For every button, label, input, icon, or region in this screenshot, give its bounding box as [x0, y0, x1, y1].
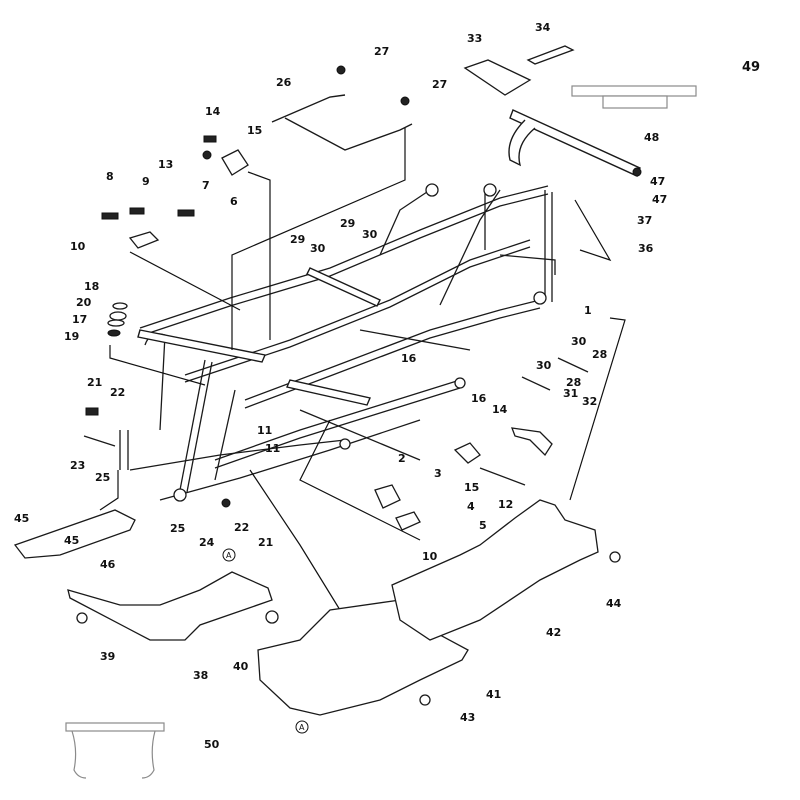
callout-49: 49 [742, 60, 760, 75]
svg-text:A: A [226, 551, 232, 560]
part-27-bolt-b [400, 96, 410, 106]
parts-2-to-5-mount [374, 484, 421, 531]
callout-30-d: 30 [536, 359, 552, 372]
callout-15-lower: 15 [464, 481, 479, 494]
callout-16-b: 16 [471, 392, 487, 405]
callout-14-lower: 14 [492, 403, 508, 416]
callout-5: 5 [479, 519, 487, 532]
callout-19: 19 [64, 330, 79, 343]
callout-22-b: 22 [234, 521, 249, 534]
callout-3: 3 [434, 467, 442, 480]
callout-42: 42 [546, 626, 561, 639]
callout-11-b: 11 [265, 442, 280, 455]
callout-14-upper: 14 [205, 105, 221, 118]
part-27-bolt-a [336, 65, 346, 75]
callout-29-a: 29 [290, 233, 305, 246]
part-38-front-skid [67, 571, 279, 641]
callout-17: 17 [72, 313, 87, 326]
callout-16-a: 16 [401, 352, 417, 365]
part-46-front-skid-plate [13, 509, 136, 559]
reference-mark-a-upper: A [222, 548, 236, 562]
part-50-front-bracket [65, 722, 165, 779]
callout-4: 4 [467, 500, 475, 513]
part-13-nut [202, 150, 212, 160]
callout-36: 36 [638, 242, 654, 255]
part-26-harness-bracket [271, 94, 413, 151]
callout-23: 23 [70, 459, 85, 472]
callout-11-a: 11 [257, 424, 272, 437]
main-frame [119, 183, 556, 502]
parts-21-to-25-fasteners [83, 407, 231, 508]
callout-20: 20 [76, 296, 92, 309]
callout-50: 50 [204, 738, 220, 751]
callout-6: 6 [230, 195, 238, 208]
callout-25-a: 25 [95, 471, 110, 484]
callout-45-a: 45 [14, 512, 29, 525]
callout-15-upper: 15 [247, 124, 262, 137]
callout-38: 38 [193, 669, 208, 682]
svg-text:A: A [299, 723, 305, 732]
callout-47-b: 47 [652, 193, 667, 206]
callout-7: 7 [202, 179, 210, 192]
callout-30-b: 30 [362, 228, 378, 241]
callout-22-a: 22 [110, 386, 125, 399]
callout-30-a: 30 [310, 242, 326, 255]
callout-29-b: 29 [340, 217, 355, 230]
callout-34: 34 [535, 21, 551, 34]
part-15-bracket [221, 149, 249, 176]
callout-32: 32 [582, 395, 597, 408]
callout-46: 46 [100, 558, 116, 571]
parts-17-to-20-washer-stack [107, 302, 128, 337]
callout-27-b: 27 [432, 78, 447, 91]
callout-12: 12 [498, 498, 513, 511]
part-49-rear-rack-bracket [571, 85, 697, 109]
part-14-bolt [203, 135, 217, 143]
callout-33: 33 [467, 32, 482, 45]
parts-6-to-10-mount [101, 207, 195, 249]
callout-1: 1 [584, 304, 592, 317]
callout-48: 48 [644, 131, 659, 144]
callout-18: 18 [84, 280, 99, 293]
callout-2: 2 [398, 452, 406, 465]
reference-marks: A A [222, 548, 309, 734]
part-42-rear-skid [391, 499, 621, 641]
callout-28-a: 28 [592, 348, 607, 361]
part-33-cover-plate [463, 59, 532, 96]
callout-44: 44 [606, 597, 622, 610]
callout-8: 8 [106, 170, 114, 183]
callout-47-a: 47 [650, 175, 665, 188]
callout-39: 39 [100, 650, 115, 663]
callout-31: 31 [563, 387, 578, 400]
callout-41: 41 [486, 688, 501, 701]
callout-30-c: 30 [571, 335, 587, 348]
callout-37: 37 [637, 214, 652, 227]
callout-27-a: 27 [374, 45, 389, 58]
callout-26: 26 [276, 76, 292, 89]
routing-lines [99, 125, 626, 611]
callout-21-b: 21 [258, 536, 273, 549]
callout-21-a: 21 [87, 376, 102, 389]
part-48-rear-crossbar [508, 109, 642, 177]
callout-40: 40 [233, 660, 249, 673]
callout-43: 43 [460, 711, 475, 724]
reference-mark-a-lower: A [295, 720, 309, 734]
parts-12-14-15-lower [453, 442, 526, 486]
parts-28-to-32-right-cluster [511, 357, 589, 457]
part-34-clip [526, 45, 575, 65]
callout-10-upper: 10 [70, 240, 86, 253]
callout-10-lower: 10 [422, 550, 438, 563]
callout-13: 13 [158, 158, 173, 171]
callout-labels: 1 2 3 4 5 6 7 8 9 10 10 11 11 12 13 14 1… [14, 21, 760, 751]
callout-24: 24 [199, 536, 215, 549]
callout-45-b: 45 [64, 534, 79, 547]
callout-25-b: 25 [170, 522, 185, 535]
callout-28-b: 28 [566, 376, 581, 389]
callout-9: 9 [142, 175, 150, 188]
